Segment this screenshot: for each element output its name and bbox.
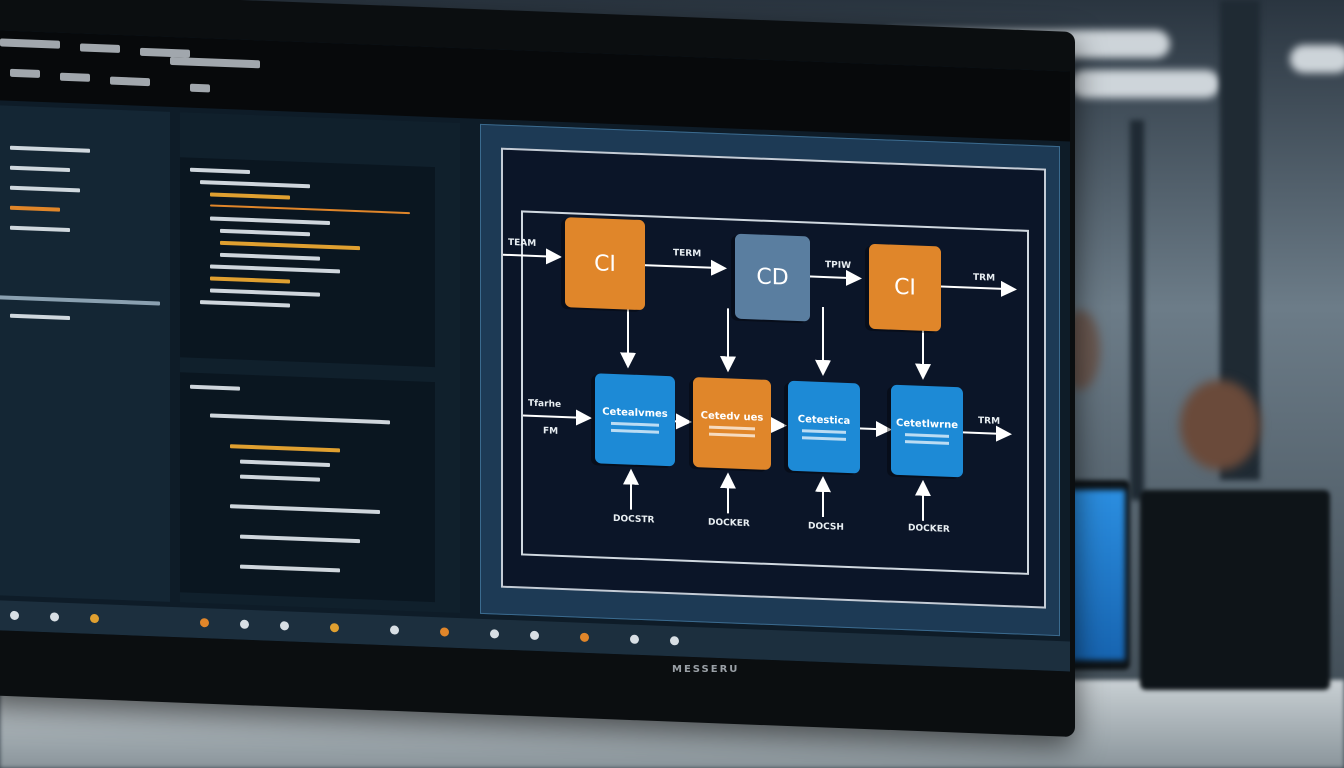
edge-label: TERM [673, 248, 702, 260]
code-editor[interactable] [180, 157, 435, 368]
stage-box-label: Cetetlwrne [896, 417, 958, 431]
source-label: DOCSH [808, 521, 844, 533]
ci-cd-diagram: CI CD CI Cetealvmes Cetedv ues Cetestica… [501, 147, 1046, 609]
edge-label: TRM [973, 272, 996, 284]
cd-box[interactable]: CD [735, 233, 810, 322]
ci-box[interactable]: CI [565, 217, 645, 311]
stage-box-label: Cetestica [797, 413, 851, 427]
source-label: DOCKER [908, 523, 950, 535]
monitor-screen: CI CD CI Cetealvmes Cetedv ues Cetestica… [0, 30, 1070, 672]
stage-box[interactable]: Cetetlwrne [891, 384, 963, 478]
stage-box[interactable]: Cetestica [788, 380, 860, 474]
edge-label: Tfarhe [528, 398, 562, 410]
monitor-brand: MESSERU [672, 664, 740, 675]
stage-box[interactable]: Cetedv ues [693, 377, 771, 471]
cd-box-label: CD [756, 264, 789, 291]
edge-label: TRM [978, 415, 1001, 427]
source-label: DOCKER [708, 517, 750, 530]
ci-box-label: CI [894, 274, 916, 301]
edge-label: TPIW [825, 260, 852, 272]
stage-box-label: Cetedv ues [700, 409, 764, 424]
edge-label: TEAM [508, 237, 537, 249]
stage-box[interactable]: Cetealvmes [595, 373, 675, 467]
edge-label: FM [543, 426, 559, 437]
file-explorer-panel[interactable] [0, 105, 170, 602]
ci-box-label: CI [594, 250, 616, 277]
source-label: DOCSTR [613, 513, 655, 526]
stage-box-label: Cetealvmes [602, 406, 668, 420]
terminal-panel[interactable] [180, 372, 435, 603]
ci-box[interactable]: CI [869, 243, 941, 332]
diagram-window: CI CD CI Cetealvmes Cetedv ues Cetestica… [480, 123, 1060, 637]
